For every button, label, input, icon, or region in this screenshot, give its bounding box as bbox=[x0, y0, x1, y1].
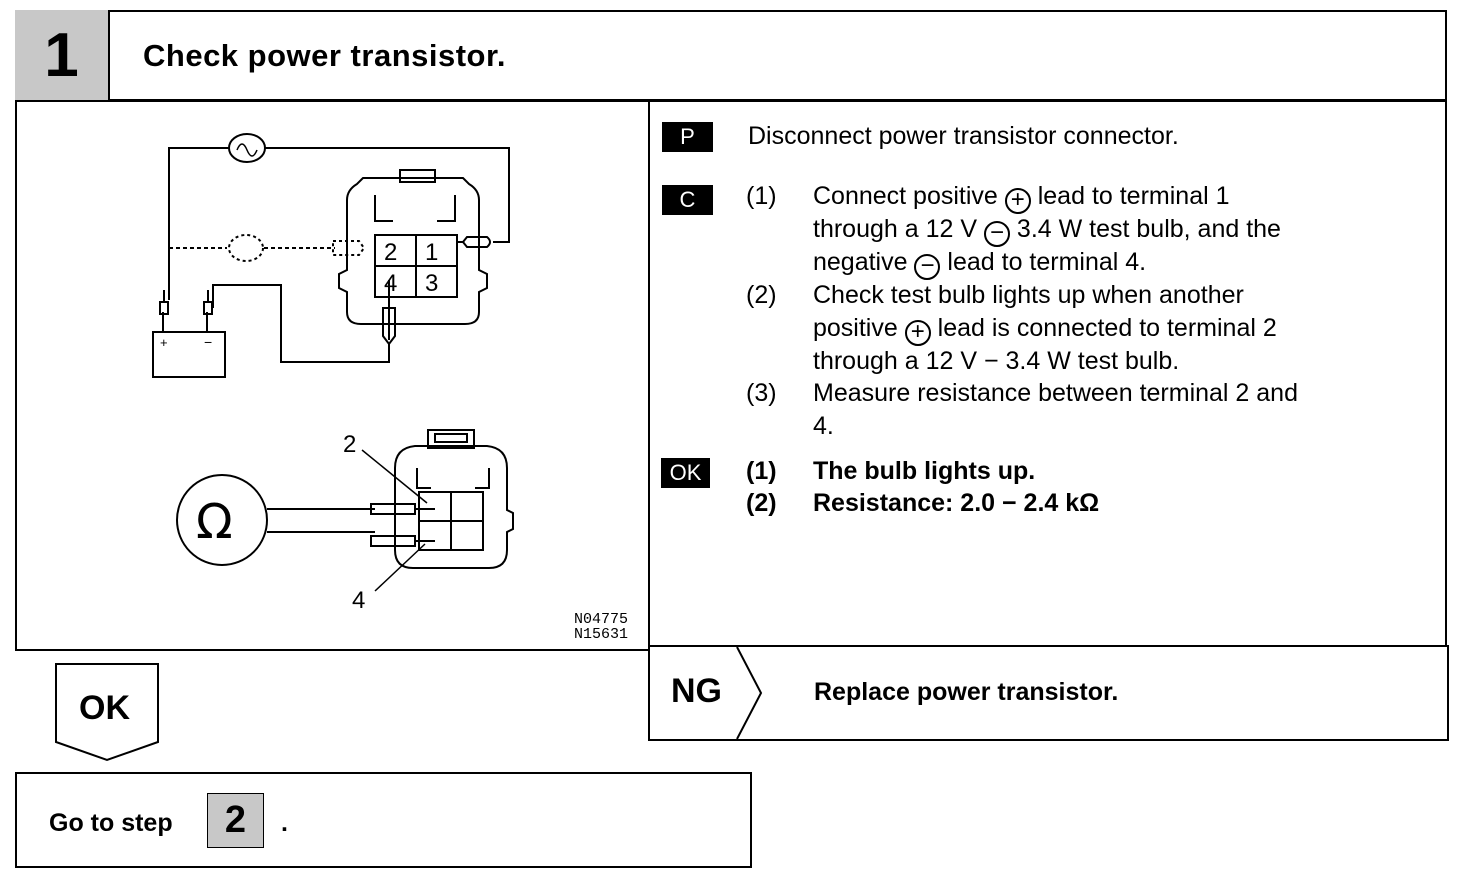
plus-circle-icon: + bbox=[1004, 188, 1031, 214]
step-number-badge: 1 bbox=[15, 10, 110, 101]
connector-housing-upper bbox=[338, 169, 488, 325]
wiring-diagram: + − 2 1 4 3 Ω 2 4 bbox=[152, 133, 514, 614]
minus-circle-icon: − bbox=[983, 221, 1010, 247]
terminal-1-label: 1 bbox=[425, 239, 438, 266]
check-item-2-line-1: Check test bulb lights up when another bbox=[813, 281, 1244, 309]
check-item-3-line-2: 4. bbox=[813, 412, 834, 440]
battery-icon bbox=[152, 290, 226, 378]
figure-code-1: N04775 bbox=[574, 611, 629, 628]
ng-label: NG bbox=[671, 672, 722, 710]
ng-text: Replace power transistor. bbox=[814, 678, 1119, 706]
ok-tag: OK bbox=[661, 458, 710, 488]
ok-arrow-icon bbox=[55, 663, 159, 762]
prep-text: Disconnect power transistor connector. bbox=[748, 122, 1179, 150]
check-item-2-number: (2) bbox=[746, 281, 777, 309]
ok-item-2-number: (2) bbox=[746, 489, 777, 517]
check-item-3-number: (3) bbox=[746, 379, 777, 407]
goto-box bbox=[15, 772, 752, 868]
goto-period: . bbox=[281, 809, 288, 837]
check-item-2-line-3: through a 12 V − 3.4 W test bulb. bbox=[813, 347, 1180, 375]
ng-result-box bbox=[648, 645, 1449, 741]
next-step-badge[interactable]: 2 bbox=[207, 793, 264, 848]
plus-circle-icon: + bbox=[904, 320, 931, 346]
terminal-2-label: 2 bbox=[384, 239, 397, 266]
check-item-2-line-2: positive + lead is connected to terminal… bbox=[813, 314, 1277, 346]
ok-item-1-text: The bulb lights up. bbox=[813, 457, 1036, 485]
connector-housing-lower bbox=[394, 429, 514, 569]
check-item-1-line-3: negative − lead to terminal 4. bbox=[813, 248, 1147, 280]
step-title: Check power transistor. bbox=[143, 38, 506, 73]
ohmmeter-icon bbox=[176, 474, 268, 566]
test-bulb-icon bbox=[228, 133, 266, 163]
check-item-3-line-1: Measure resistance between terminal 2 an… bbox=[813, 379, 1298, 407]
check-tag: C bbox=[662, 185, 713, 215]
ok-branch-label: OK bbox=[79, 689, 130, 727]
callout-terminal-2: 2 bbox=[343, 431, 356, 458]
ohm-symbol: Ω bbox=[196, 494, 233, 550]
callout-terminal-4: 4 bbox=[352, 587, 365, 614]
terminal-3-label: 3 bbox=[425, 270, 438, 297]
prep-tag: P bbox=[662, 122, 713, 152]
figure-code-2: N15631 bbox=[574, 626, 629, 643]
minus-circle-icon: − bbox=[914, 254, 941, 280]
ng-arrow-icon bbox=[736, 647, 763, 739]
battery-minus-label: − bbox=[204, 334, 212, 350]
dashed-bulb-icon bbox=[228, 234, 264, 262]
ok-item-1-number: (1) bbox=[746, 457, 777, 485]
check-item-1-line-1: Connect positive + lead to terminal 1 bbox=[813, 182, 1230, 214]
check-item-1-number: (1) bbox=[746, 182, 777, 210]
check-item-1-line-2: through a 12 V − 3.4 W test bulb, and th… bbox=[813, 215, 1281, 247]
goto-text: Go to step bbox=[49, 809, 173, 837]
battery-plus-label: + bbox=[160, 335, 168, 350]
terminal-4-label: 4 bbox=[384, 270, 397, 297]
ok-item-2-text: Resistance: 2.0 − 2.4 kΩ bbox=[813, 489, 1100, 517]
